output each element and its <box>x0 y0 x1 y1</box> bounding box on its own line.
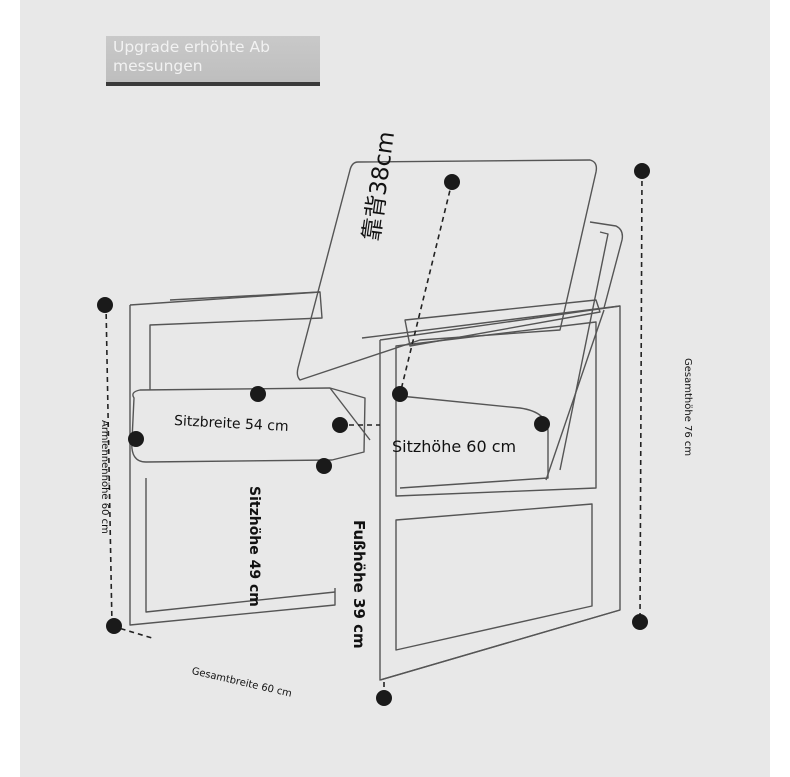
foot-height-label: Fußhöhe 39 cm <box>350 520 368 649</box>
armrest-height-label: Armlehnenhöhe 60 cm <box>99 420 110 534</box>
marker-seat-left <box>128 431 144 447</box>
banner-line-2: messungen <box>113 57 203 75</box>
marker-inner-seat <box>534 416 550 432</box>
total-width-dimension-line <box>111 625 153 639</box>
marker-total-bottom <box>632 614 648 630</box>
seat-height-inner-label: Sitzhöhe 60 cm <box>392 437 517 456</box>
title-banner <box>106 36 320 86</box>
left-arm-frame <box>129 291 323 390</box>
backrest-cushion <box>296 159 598 381</box>
banner-text: Upgrade erhöhte Ab messungen <box>113 38 313 76</box>
backrest-dimension-line <box>399 181 453 395</box>
marker-armrest-bottom <box>106 618 122 634</box>
marker-backrest-top <box>444 174 460 190</box>
marker-seat-center <box>250 386 266 402</box>
rear-right-frame <box>589 221 624 309</box>
marker-foot <box>376 690 392 706</box>
seat-cushion <box>131 387 366 463</box>
marker-backrest-bottom <box>392 386 408 402</box>
marker-armrest-top <box>97 297 113 313</box>
banner-line-1: Upgrade erhöhte Ab <box>113 38 270 56</box>
seat-height-side-label: Sitzhöhe 49 cm <box>246 486 262 607</box>
marker-seat-right <box>332 417 348 433</box>
marker-seat-front <box>316 458 332 474</box>
total-height-dimension-line <box>639 171 643 621</box>
total-height-label: Gesamthöhe 76 cm <box>682 358 693 457</box>
marker-total-top <box>634 163 650 179</box>
